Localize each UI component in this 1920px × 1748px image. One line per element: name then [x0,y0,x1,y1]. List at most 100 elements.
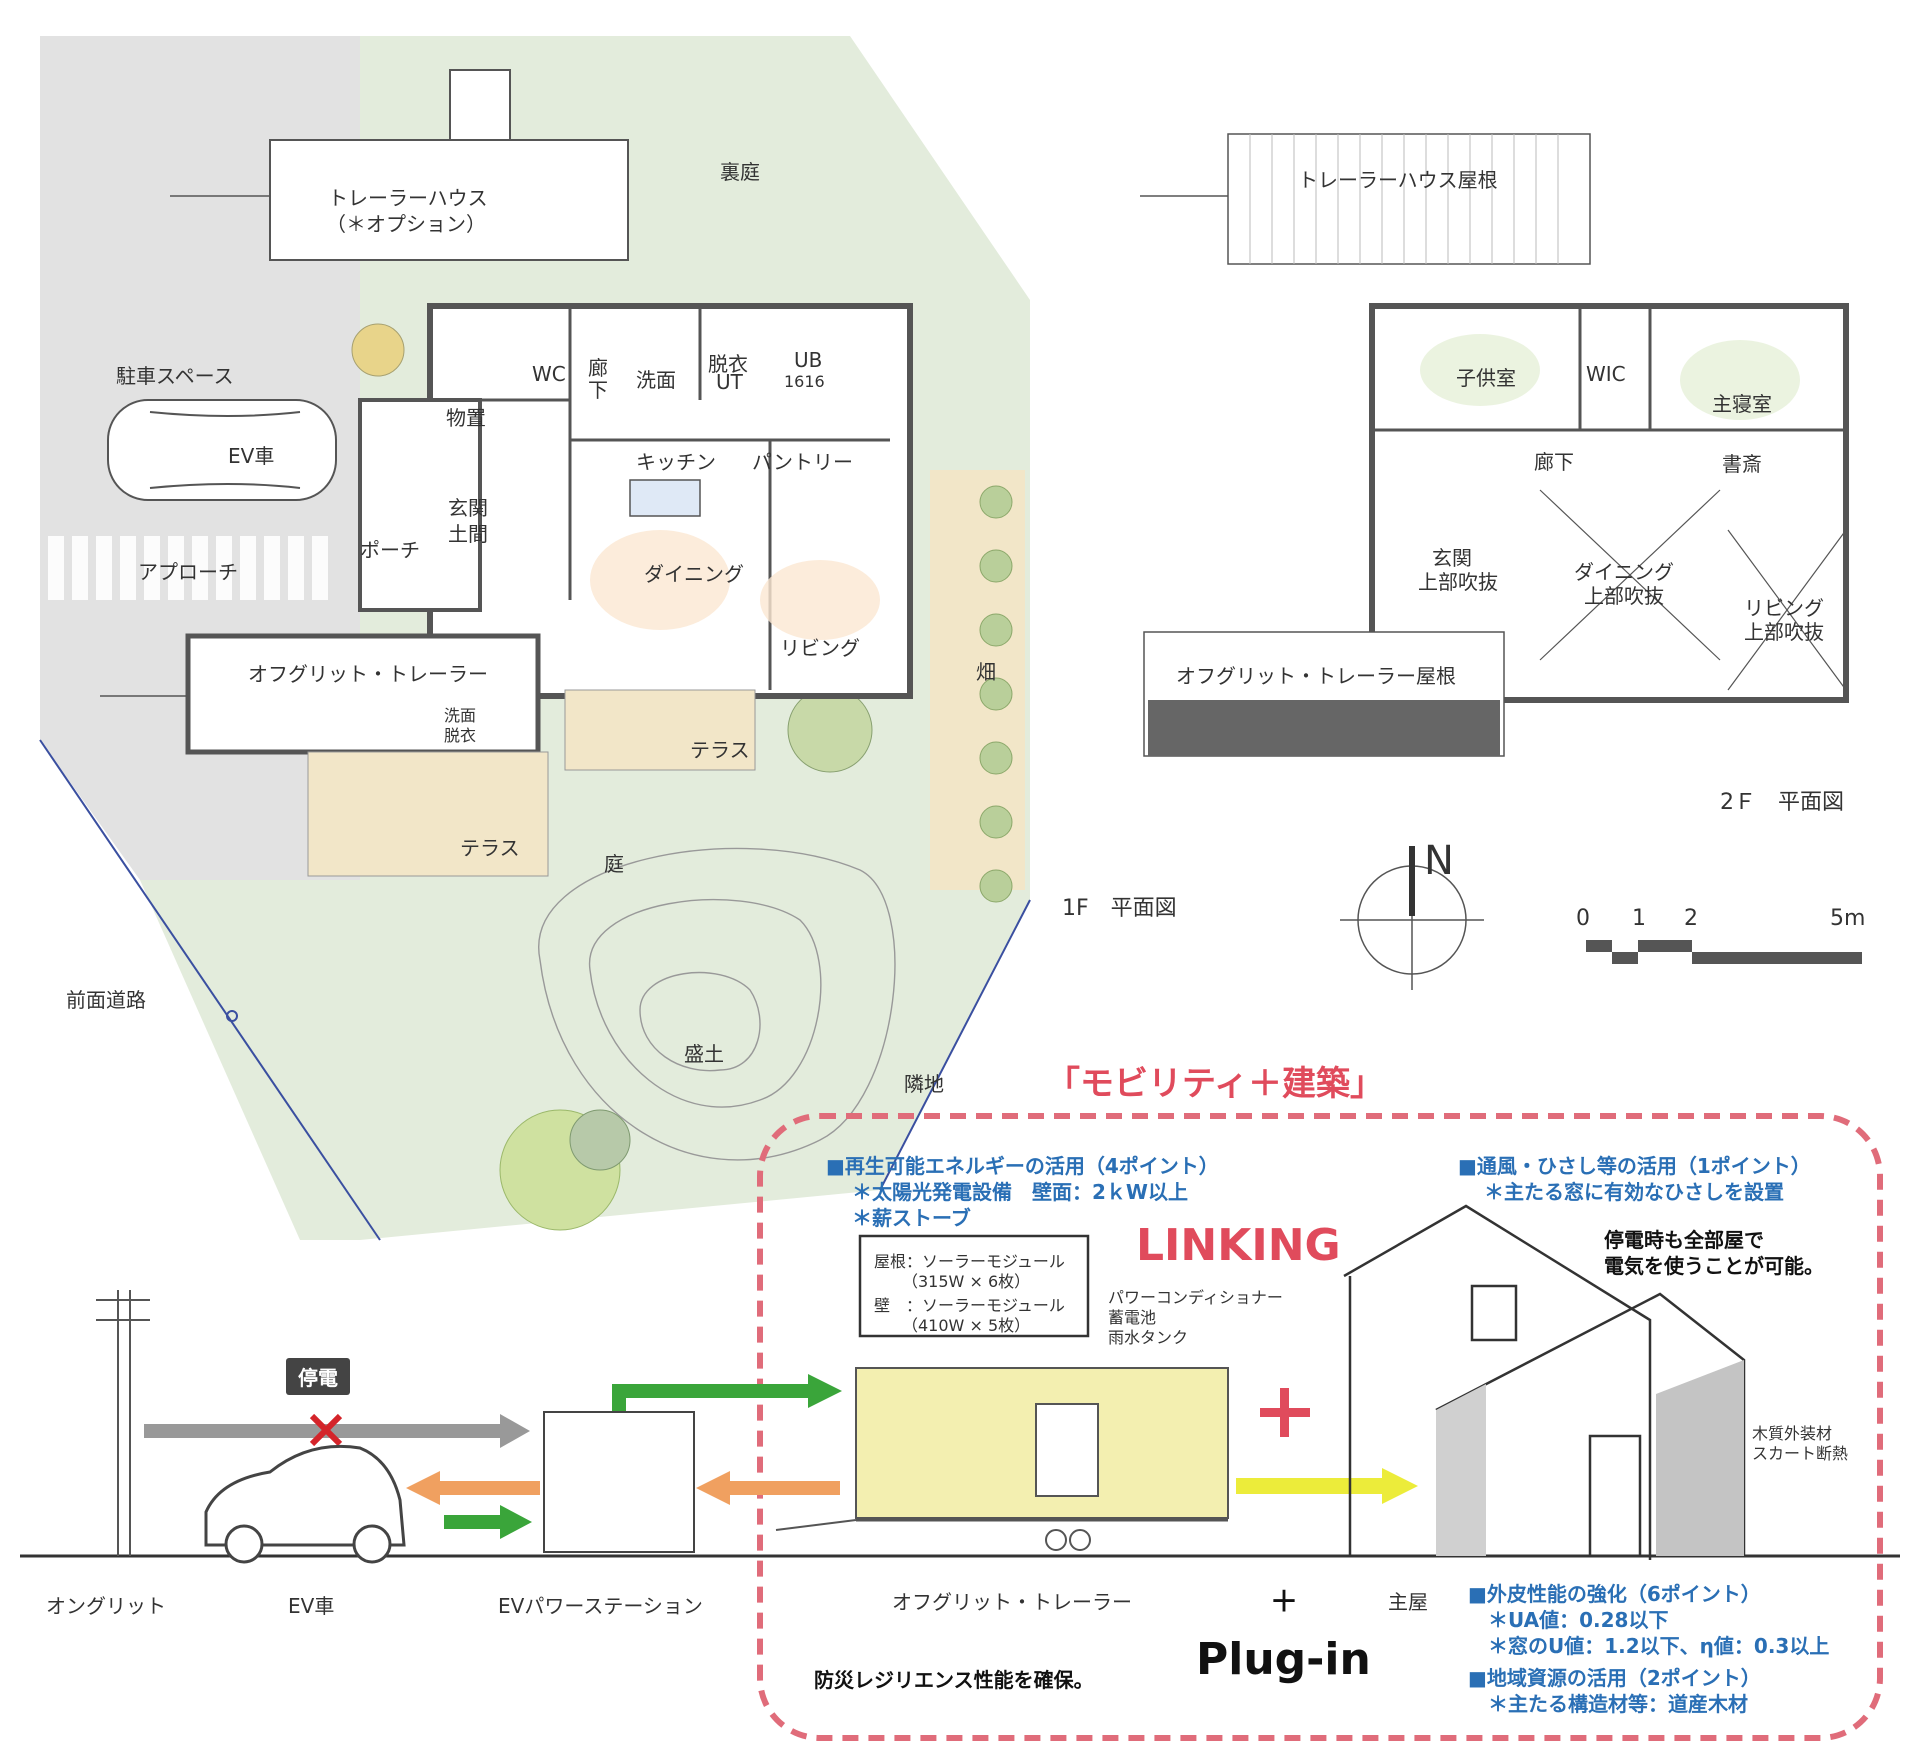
orange-flow-arrows [406,1471,840,1505]
solar-spec-box [858,1234,1090,1338]
ub-label: UB [794,348,823,372]
grid-power-arrow [144,1413,530,1448]
plan-2f-caption: 2Ｆ 平面図 [1720,790,1844,815]
dressing-label: 脱衣 [708,352,748,376]
corridor-2f-label: 廊下 [1534,450,1574,474]
skirt-insulation-text: スカート断熱 [1752,1444,1849,1463]
utility-pole [96,1290,150,1556]
garden-trees [351,323,873,1231]
linking-boundary [757,1113,1883,1741]
approach-label: アプローチ [138,560,238,584]
plus-mark [1260,1388,1310,1437]
yellow-flow-arrow [1236,1468,1418,1504]
approach-paving [48,536,328,600]
north-compass [1340,846,1484,990]
entrance-void-label: 玄関 [1432,546,1472,570]
battery-text: 蓄電池 [1108,1308,1157,1327]
renewable-heading: ■再生可能エネルギーの活用（4ポイント） [826,1154,1219,1178]
wic-label: WIC [1586,362,1626,386]
neighbor-label: 隣地 [904,1072,944,1096]
corridor-label: 廊 [588,356,608,380]
kids-room-label: 子供室 [1456,366,1516,390]
plugin-title: Plug-in [1196,1634,1371,1685]
front-road-label: 前面道路 [66,988,146,1012]
main-house-sketch [1343,1204,1746,1560]
on-grid-label: オングリット [46,1594,166,1618]
outage-note-2: 電気を使うことが可能。 [1604,1254,1824,1278]
outage-badge: 停電 [286,1358,350,1395]
renewable-item-1: ＊太陽光発電設備 壁面：2ｋW以上 [852,1180,1188,1204]
ub-size-label: 1616 [784,372,825,391]
scale-tick-2: 2 [1684,906,1698,931]
dining-void-label-2: 上部吹抜 [1584,584,1664,608]
doma-label: 土間 [448,522,488,546]
master-bedroom-label: 主寝室 [1712,392,1772,416]
backyard-label: 裏庭 [720,160,760,184]
offgrid-roof-label: オフグリット・トレーラー屋根 [1176,664,1456,688]
offgrid-trailer-sketch [775,1367,1229,1551]
ev-car-side-view [204,1444,406,1564]
study-label: 書斎 [1722,452,1762,476]
field-plants [979,485,1013,903]
solar-panels-2f [1148,700,1500,756]
trailer-house [170,69,629,261]
terrace-west-label: テラス [460,836,520,860]
rain-tank-text: 雨水タンク [1108,1328,1189,1347]
wash-label: 洗面 [444,706,477,725]
mound-contours [538,847,896,1161]
envelope-item-1: ＊UA値：0.28以下 [1488,1608,1669,1632]
roof-solar-text: 屋根：ソーラーモジュール [874,1252,1065,1271]
field-label: 畑 [976,660,996,684]
main-house-label: 主屋 [1388,1590,1428,1614]
living-label: リビング [780,636,860,660]
kitchen-counter [629,479,701,517]
local-item-1: ＊主たる構造材等：道産木材 [1488,1692,1748,1716]
corridor-label-2: 下 [588,378,608,402]
wood-cladding-text: 木質外装材 [1752,1424,1833,1443]
ventilation-item-1: ＊主たる窓に有効なひさしを設置 [1484,1180,1784,1204]
envelope-item-2: ＊窓のU値：1.2以下、η値：0.3以上 [1488,1634,1830,1658]
wall-solar-text: 壁 ：ソーラーモジュール [874,1296,1065,1315]
north-label: N [1424,838,1454,884]
parking-label: 駐車スペース [116,364,234,388]
living-void-label-2: 上部吹抜 [1744,620,1824,644]
kitchen-label: キッチン [636,450,716,474]
offgrid-trailer-concept-label: オフグリット・トレーラー [892,1590,1132,1614]
ventilation-heading: ■通風・ひさし等の活用（1ポイント） [1458,1154,1811,1178]
pantry-label: パントリー [752,450,853,474]
trailer-roof-label: トレーラーハウス屋根 [1298,168,1498,192]
linking-title: LINKING [1136,1220,1341,1271]
resilience-text: 防災レジリエンス性能を確保。 [814,1668,1094,1692]
plan-1f-caption: 1F 平面図 [1062,896,1177,921]
wc-label: WC [532,362,566,386]
terrace-south-label: テラス [690,738,750,762]
ev-station-label: EVパワーステーション [498,1594,703,1618]
ev-station-box [543,1411,695,1553]
entrance-label: 玄関 [448,496,488,520]
envelope-heading: ■外皮性能の強化（6ポイント） [1468,1582,1761,1606]
scale-bar [1586,940,1862,964]
ev-car-label: EV車 [228,444,275,468]
washroom-label: 洗面 [636,368,676,392]
entrance-void-label-2: 上部吹抜 [1418,570,1498,594]
offgrid-trailer-1f [100,633,541,755]
renewable-item-2: ＊薪ストーブ [852,1206,971,1230]
trailer-house-option-label: （＊オプション） [326,212,486,236]
storage-label: 物置 [446,406,486,430]
ev-car-concept-label: EV車 [288,1594,335,1618]
terrace-south [564,689,756,771]
local-heading: ■地域資源の活用（2ポイント） [1468,1666,1761,1690]
void-crosses [1539,489,1847,691]
outage-note-1: 停電時も全部屋で [1604,1228,1764,1252]
terrace-west [307,751,549,877]
ut-label: UT [716,370,743,394]
trailer-house-label: トレーラーハウス [328,186,488,210]
site-plan-1f [39,36,1031,1241]
dress-label: 脱衣 [444,726,477,745]
mound-label: 盛土 [684,1042,724,1066]
ev-car-top-view [107,399,337,501]
outage-cross-icon [309,1413,343,1447]
concept-title: 「モビリティ＋建築」 [1046,1064,1384,1104]
